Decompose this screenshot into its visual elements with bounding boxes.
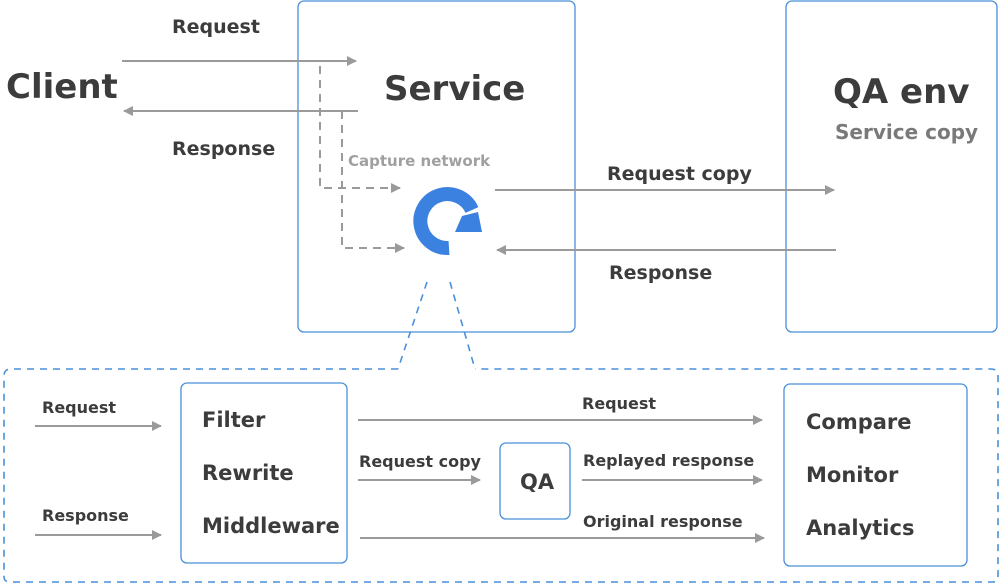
- qa-response-label: Response: [609, 262, 712, 284]
- analysis-item-analytics: Analytics: [806, 516, 914, 540]
- bottom-response-in-label: Response: [42, 506, 129, 525]
- middleware-item-middleware: Middleware: [202, 514, 340, 538]
- analysis-box: [783, 383, 968, 567]
- capture-network-label: Capture network: [348, 152, 491, 170]
- client-label: Client: [6, 67, 118, 107]
- zoom-detail-box: [3, 368, 999, 583]
- zoom-line-right: [449, 281, 476, 370]
- analysis-item-compare: Compare: [806, 410, 912, 434]
- middleware-item-rewrite: Rewrite: [202, 461, 294, 485]
- qa-box: [499, 442, 571, 520]
- qa-box-label: QA: [520, 470, 555, 494]
- capture-request-dashed-arrow: [319, 66, 401, 193]
- original-response-label: Original response: [583, 512, 743, 531]
- service-label: Service: [384, 69, 525, 109]
- replayed-response-label: Replayed response: [583, 451, 754, 470]
- qa-env-box: [785, 0, 998, 333]
- middleware-item-filter: Filter: [202, 408, 266, 432]
- middleware-box: [180, 382, 348, 564]
- bottom-request-label: Request: [582, 394, 656, 413]
- bottom-request-in-label: Request: [42, 398, 116, 417]
- capture-response-dashed-arrow: [341, 111, 405, 253]
- qa-env-label: QA env: [833, 72, 969, 112]
- client-request-label: Request: [172, 16, 260, 38]
- refresh-logo-icon: [413, 187, 482, 256]
- bottom-request-copy-label: Request copy: [359, 452, 482, 471]
- analysis-item-monitor: Monitor: [806, 463, 899, 487]
- qa-env-sub-label: Service copy: [835, 120, 978, 144]
- zoom-line-left: [397, 281, 428, 370]
- client-response-label: Response: [172, 138, 275, 160]
- request-copy-label: Request copy: [607, 163, 752, 185]
